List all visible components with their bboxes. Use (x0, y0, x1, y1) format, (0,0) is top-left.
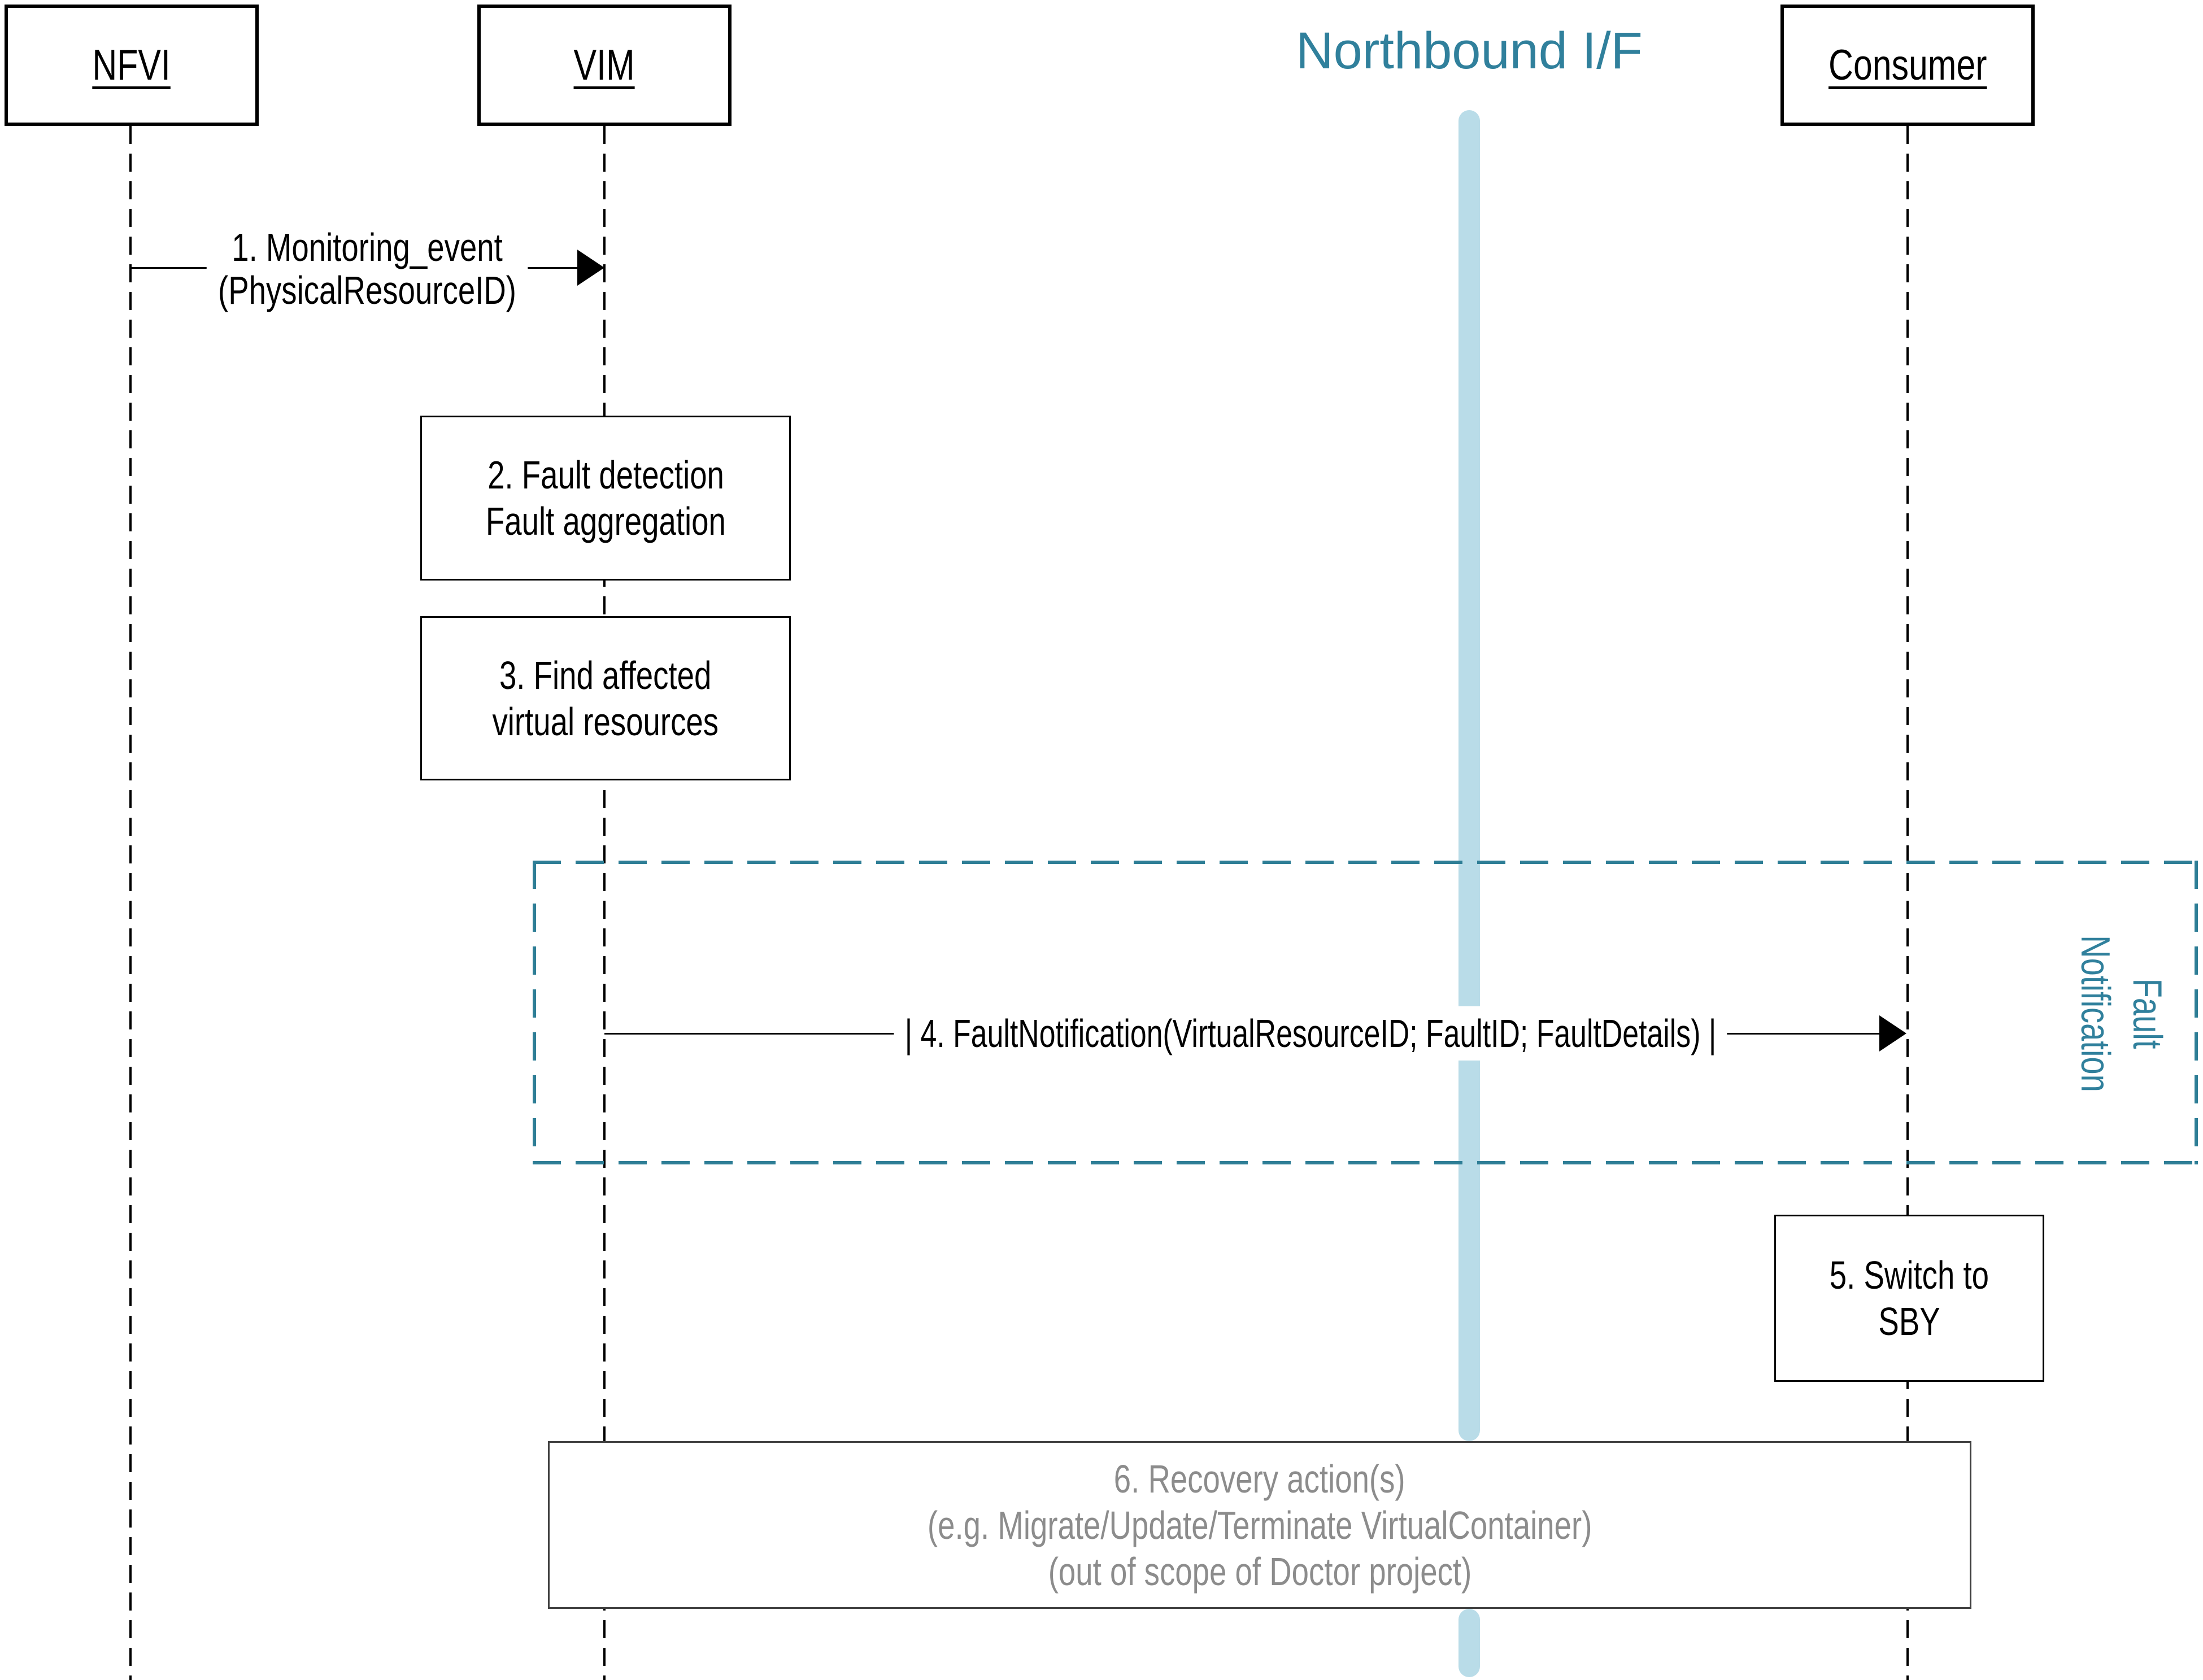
message-1-arrowhead-icon (577, 250, 604, 286)
group-label-line2: Notification (2073, 935, 2118, 1092)
lifeline-consumer (1906, 126, 1909, 1680)
actor-nfvi-label: NFVI (92, 41, 171, 89)
message-4-arrowhead-icon (1879, 1015, 1906, 1051)
activity-fault-detection: 2. Fault detection Fault aggregation (420, 416, 791, 581)
fault-notification-frame-right (2195, 861, 2198, 1164)
activity-2-line2: Fault aggregation (485, 499, 726, 543)
activity-6-line3: (out of scope of Doctor project) (1048, 1549, 1471, 1594)
actor-vim-label: VIM (573, 41, 635, 89)
actor-consumer-label: Consumer (1828, 41, 1987, 89)
fault-notification-frame-top (533, 861, 2198, 864)
message-1-label: 1. Monitoring_event (PhysicalResourceID) (206, 220, 528, 317)
activity-5-line1: 5. Switch to (1829, 1253, 1989, 1297)
northbound-interface-title: Northbound I/F (1296, 22, 1643, 80)
message-1-line2: (PhysicalResourceID) (218, 268, 516, 312)
fault-notification-frame-left (533, 861, 536, 1164)
message-4-label: | 4. FaultNotification(VirtualResourceID… (894, 1006, 1727, 1061)
activity-2-line1: 2. Fault detection (487, 453, 724, 497)
fault-notification-group-label: Fault Notification (2069, 935, 2173, 1092)
lifeline-nfvi (129, 126, 132, 1680)
actor-vim: VIM (477, 5, 732, 126)
activity-recovery-action: 6. Recovery action(s) (e.g. Migrate/Upda… (548, 1441, 1971, 1609)
group-label-line1: Fault (2124, 978, 2170, 1049)
northbound-interface-band-upper (1458, 110, 1480, 1441)
northbound-interface-band-lower (1458, 1609, 1480, 1677)
lifeline-vim (603, 126, 606, 1680)
message-1-line1: 1. Monitoring_event (232, 225, 503, 269)
activity-5-line2: SBY (1878, 1299, 1940, 1343)
activity-find-affected: 3. Find affected virtual resources (420, 616, 791, 780)
activity-3-line1: 3. Find affected (499, 653, 712, 697)
activity-3-line2: virtual resources (492, 699, 719, 744)
activity-switch-to-sby: 5. Switch to SBY (1774, 1215, 2044, 1382)
actor-nfvi: NFVI (5, 5, 259, 126)
fault-notification-frame-bottom (533, 1161, 2198, 1164)
actor-consumer: Consumer (1780, 5, 2035, 126)
activity-6-line2: (e.g. Migrate/Update/Terminate VirtualCo… (927, 1503, 1592, 1547)
activity-6-line1: 6. Recovery action(s) (1114, 1456, 1405, 1501)
